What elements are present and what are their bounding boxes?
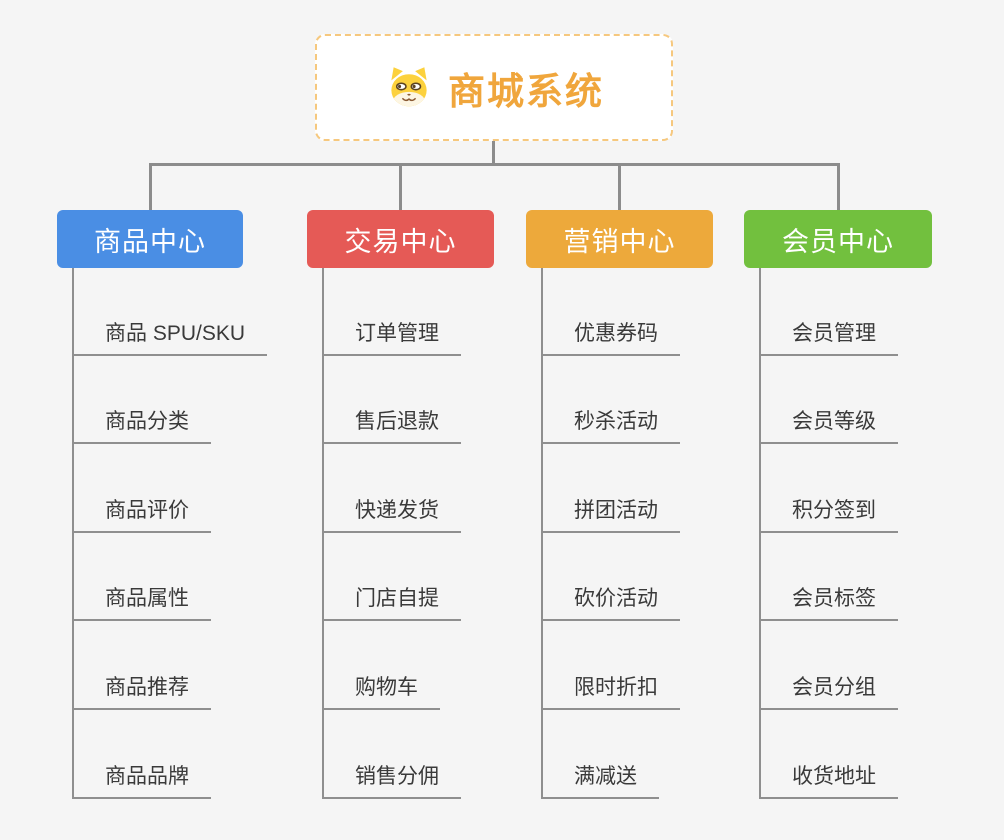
connector-drop-3 bbox=[618, 163, 621, 213]
connector-root-stem bbox=[492, 139, 495, 165]
leaf-node[interactable]: 门店自提 bbox=[322, 582, 461, 622]
leaf-node[interactable]: 商品分类 bbox=[72, 405, 211, 445]
branch-trunk-line bbox=[322, 268, 324, 799]
leaf-node[interactable]: 商品品牌 bbox=[72, 760, 211, 799]
leaf-node[interactable]: 优惠券码 bbox=[541, 317, 680, 356]
connector-drop-2 bbox=[399, 163, 402, 213]
connector-drop-4 bbox=[837, 163, 840, 213]
branch-node-trade-center[interactable]: 交易中心 bbox=[307, 210, 494, 268]
leaf-node[interactable]: 商品 SPU/SKU bbox=[72, 317, 268, 356]
connector-bus bbox=[149, 163, 840, 166]
leaf-node[interactable]: 购物车 bbox=[322, 671, 440, 710]
branch-trunk-line bbox=[541, 268, 543, 799]
leaf-node[interactable]: 秒杀活动 bbox=[541, 405, 680, 445]
branch-node-marketing-center[interactable]: 营销中心 bbox=[526, 210, 713, 268]
branch-label: 商品中心 bbox=[94, 226, 206, 257]
leaf-node[interactable]: 会员标签 bbox=[759, 582, 898, 622]
leaf-node[interactable]: 商品推荐 bbox=[72, 671, 211, 710]
connector-drop-1 bbox=[149, 163, 152, 213]
branch-label: 会员中心 bbox=[782, 226, 894, 257]
branch-items-marketing-center: 优惠券码 秒杀活动 拼团活动 砍价活动 限时折扣 满减送 bbox=[541, 267, 680, 799]
leaf-node[interactable]: 会员等级 bbox=[759, 405, 898, 445]
leaf-node[interactable]: 会员管理 bbox=[759, 317, 898, 356]
branch-label: 营销中心 bbox=[563, 226, 676, 257]
branch-items-member-center: 会员管理 会员等级 积分签到 会员标签 会员分组 收货地址 bbox=[759, 267, 898, 799]
leaf-node[interactable]: 满减送 bbox=[541, 760, 659, 799]
leaf-node[interactable]: 限时折扣 bbox=[541, 671, 680, 710]
leaf-node[interactable]: 订单管理 bbox=[322, 317, 461, 356]
leaf-node[interactable]: 商品评价 bbox=[72, 494, 211, 533]
root-title: 商城系统 bbox=[448, 70, 604, 112]
leaf-node[interactable]: 积分签到 bbox=[759, 494, 898, 533]
branch-items-trade-center: 订单管理 售后退款 快递发货 门店自提 购物车 销售分佣 bbox=[322, 267, 461, 799]
branch-trunk-line bbox=[72, 268, 74, 799]
branch-items-product-center: 商品 SPU/SKU 商品分类 商品评价 商品属性 商品推荐 商品品牌 bbox=[72, 267, 268, 799]
branch-node-member-center[interactable]: 会员中心 bbox=[744, 210, 932, 268]
leaf-node[interactable]: 收货地址 bbox=[759, 760, 898, 799]
branch-label: 交易中心 bbox=[344, 226, 457, 257]
root-node[interactable]: 商城系统 bbox=[315, 34, 673, 141]
leaf-node[interactable]: 砍价活动 bbox=[541, 582, 680, 622]
leaf-node[interactable]: 会员分组 bbox=[759, 671, 898, 710]
leaf-node[interactable]: 售后退款 bbox=[322, 405, 461, 445]
branch-trunk-line bbox=[759, 268, 761, 799]
leaf-node[interactable]: 销售分佣 bbox=[322, 760, 461, 799]
leaf-node[interactable]: 快递发货 bbox=[322, 494, 461, 533]
leaf-node[interactable]: 商品属性 bbox=[72, 582, 211, 622]
leaf-node[interactable]: 拼团活动 bbox=[541, 494, 680, 533]
dog-face-icon bbox=[391, 66, 427, 106]
branch-node-product-center[interactable]: 商品中心 bbox=[57, 210, 243, 268]
